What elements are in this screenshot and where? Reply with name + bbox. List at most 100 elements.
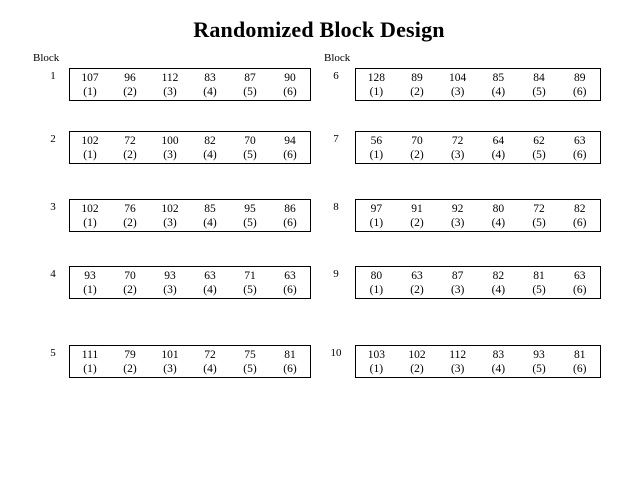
cell-treatment-label: (1) (369, 85, 384, 98)
cell-treatment-label: (2) (123, 283, 137, 296)
block-number-label: 3 (50, 201, 56, 213)
cell-response-value: 93 (164, 269, 176, 282)
cell-treatment-label: (3) (163, 283, 177, 296)
cell-response-value: 102 (161, 202, 179, 215)
block-cell: 82(6) (559, 200, 600, 231)
block-number-label: 2 (50, 133, 56, 145)
block-cell: 87(5) (230, 69, 270, 100)
cell-response-value: 85 (204, 202, 216, 215)
cell-response-value: 72 (124, 134, 136, 147)
cell-response-value: 70 (411, 134, 423, 147)
cell-treatment-label: (2) (123, 148, 137, 161)
cell-treatment-label: (2) (123, 216, 137, 229)
cell-response-value: 102 (408, 348, 426, 361)
cell-response-value: 85 (492, 71, 505, 84)
cell-treatment-label: (2) (410, 283, 424, 296)
cell-treatment-label: (5) (532, 148, 546, 161)
cell-treatment-label: (5) (243, 362, 257, 375)
block-number-label: 5 (50, 347, 56, 359)
cell-treatment-label: (2) (123, 362, 137, 375)
cell-treatment-label: (5) (532, 216, 546, 229)
cell-response-value: 64 (492, 134, 505, 147)
cell-response-value: 63 (573, 134, 586, 147)
cell-response-value: 128 (367, 71, 385, 84)
block-cell: 84(5) (519, 69, 560, 100)
block-cell: 89(6) (559, 69, 600, 100)
cell-response-value: 93 (84, 269, 96, 282)
block-cell: 93(1) (70, 267, 110, 298)
cell-treatment-label: (2) (410, 216, 424, 229)
block-cell: 85(4) (478, 69, 519, 100)
cell-treatment-label: (1) (83, 216, 97, 229)
block-cell: 111(1) (70, 346, 110, 377)
block-cell: 94(6) (270, 132, 310, 163)
cell-response-value: 101 (161, 348, 179, 361)
block-cell: 112(3) (150, 69, 190, 100)
block-cell: 82(4) (190, 132, 230, 163)
cell-treatment-label: (2) (410, 362, 424, 375)
cell-treatment-label: (6) (283, 283, 297, 296)
cell-response-value: 63 (284, 269, 296, 282)
block-cell: 80(4) (478, 200, 519, 231)
cell-treatment-label: (5) (243, 148, 257, 161)
cell-response-value: 62 (533, 134, 545, 147)
cell-treatment-label: (4) (203, 216, 217, 229)
cell-treatment-label: (4) (203, 362, 217, 375)
block-cell: 72(5) (519, 200, 560, 231)
cell-response-value: 83 (492, 348, 505, 361)
cell-response-value: 63 (411, 269, 423, 282)
block-number-label: 7 (333, 133, 339, 145)
cell-response-value: 103 (367, 348, 385, 361)
block-cell: 82(4) (478, 267, 519, 298)
block-cell: 71(5) (230, 267, 270, 298)
block-cell: 101(3) (150, 346, 190, 377)
cell-response-value: 112 (449, 348, 467, 361)
block-number-label: 9 (333, 268, 339, 280)
block-cell: 91(2) (397, 200, 438, 231)
cell-response-value: 82 (204, 134, 216, 147)
block-number-label: 10 (330, 347, 342, 359)
cell-treatment-label: (4) (491, 216, 506, 229)
cell-response-value: 81 (284, 348, 296, 361)
block-cell: 63(2) (397, 267, 438, 298)
cell-response-value: 112 (161, 71, 179, 84)
cell-treatment-label: (1) (83, 283, 97, 296)
block-box: 111(1)79(2)101(3)72(4)75(5)81(6) (69, 345, 311, 378)
block-cell: 79(2) (110, 346, 150, 377)
cell-treatment-label: (2) (123, 85, 137, 98)
cell-response-value: 56 (370, 134, 383, 147)
block-cell: 63(6) (559, 267, 600, 298)
cell-treatment-label: (6) (283, 85, 297, 98)
cell-response-value: 83 (204, 71, 216, 84)
cell-response-value: 100 (161, 134, 179, 147)
cell-treatment-label: (5) (243, 216, 257, 229)
block-cell: 89(2) (397, 69, 438, 100)
block-cell: 102(1) (70, 200, 110, 231)
cell-treatment-label: (6) (572, 216, 587, 229)
cell-response-value: 87 (451, 269, 464, 282)
block-cell: 93(3) (150, 267, 190, 298)
block-box: 56(1)70(2)72(3)64(4)62(5)63(6) (355, 131, 601, 164)
cell-treatment-label: (3) (163, 85, 177, 98)
cell-treatment-label: (5) (243, 85, 257, 98)
block-box: 103(1)102(2)112(3)83(4)93(5)81(6) (355, 345, 601, 378)
cell-treatment-label: (3) (450, 85, 465, 98)
cell-response-value: 70 (124, 269, 136, 282)
block-box: 80(1)63(2)87(3)82(4)81(5)63(6) (355, 266, 601, 299)
block-cell: 103(1) (356, 346, 397, 377)
block-cell: 64(4) (478, 132, 519, 163)
cell-treatment-label: (1) (369, 283, 384, 296)
block-cell: 83(4) (190, 69, 230, 100)
page-title: Randomized Block Design (193, 17, 445, 42)
cell-treatment-label: (6) (572, 85, 587, 98)
cell-treatment-label: (3) (450, 216, 465, 229)
cell-treatment-label: (4) (203, 85, 217, 98)
cell-response-value: 81 (573, 348, 586, 361)
block-cell: 70(5) (230, 132, 270, 163)
block-cell: 81(6) (270, 346, 310, 377)
